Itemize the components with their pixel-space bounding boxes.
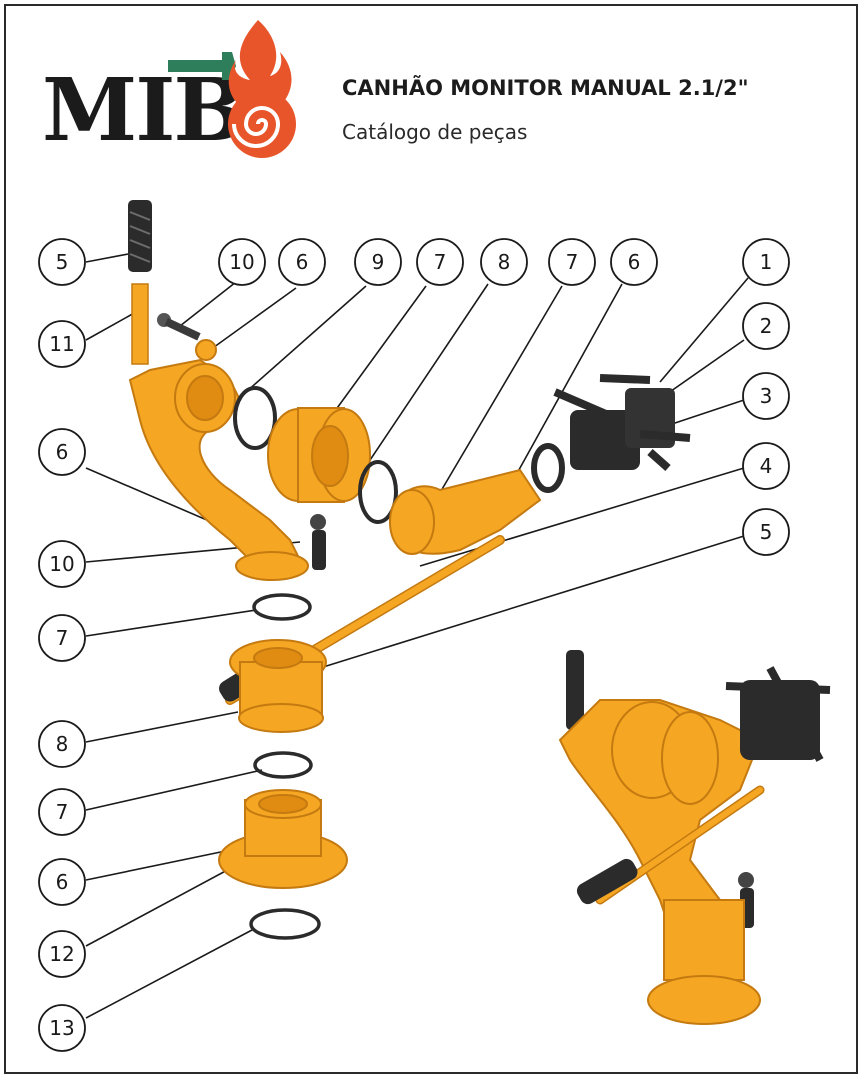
page-subtitle: Catálogo de peças: [342, 120, 528, 144]
leader-lines: [85, 253, 749, 1019]
logo-text: MIB: [42, 60, 246, 161]
part-oring-7-mid: [358, 460, 398, 524]
callout-circles: [38, 238, 790, 1052]
callout-8: 8: [498, 250, 511, 274]
callout-10: 10: [49, 552, 74, 576]
callout-5: 5: [760, 520, 773, 544]
callout-12: 12: [49, 942, 74, 966]
part-handle-top: [128, 200, 152, 272]
part-oring-13: [249, 908, 321, 940]
callout-6: 6: [56, 870, 69, 894]
callout-8: 8: [56, 732, 69, 756]
part-outlet-elbow: [388, 468, 542, 555]
callout-1: 1: [760, 250, 773, 274]
part-swivel-upper: [267, 407, 371, 503]
part-upper-elbow: [128, 339, 326, 581]
callout-6: 6: [296, 250, 309, 274]
callout-7: 7: [56, 626, 69, 650]
part-base-12: [218, 789, 348, 889]
page-title: CANHÃO MONITOR MANUAL 2.1/2": [342, 76, 749, 100]
callout-9: 9: [372, 250, 385, 274]
part-oring-7-a: [252, 593, 312, 621]
part-nozzle: [531, 374, 691, 493]
callout-7: 7: [434, 250, 447, 274]
part-swivel-lower: [229, 639, 327, 733]
callout-6: 6: [628, 250, 641, 274]
callout-7: 7: [56, 800, 69, 824]
assembled-view: [558, 650, 831, 1025]
callout-2: 2: [760, 314, 773, 338]
part-rod-11: [131, 283, 149, 365]
part-oring-7-b: [253, 751, 313, 779]
callout-5: 5: [56, 250, 69, 274]
callout-3: 3: [760, 384, 773, 408]
part-bolt-10-top: [157, 313, 201, 341]
logo-graphic: [168, 20, 296, 158]
part-oring-9: [233, 386, 277, 450]
callout-7: 7: [566, 250, 579, 274]
callout-13: 13: [49, 1016, 74, 1040]
callout-10: 10: [229, 250, 254, 274]
callout-6: 6: [56, 440, 69, 464]
page-border: [4, 4, 858, 1074]
callout-11: 11: [49, 332, 74, 356]
callout-4: 4: [760, 454, 773, 478]
